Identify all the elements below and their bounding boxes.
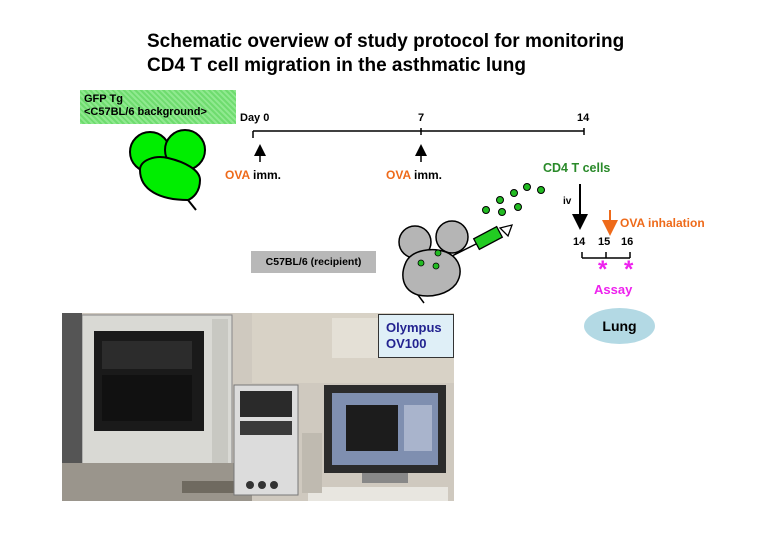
timeline-day-14-label: 14 bbox=[577, 112, 590, 124]
ova-inhalation-label: OVA inhalation bbox=[620, 216, 705, 230]
syringe-icon bbox=[451, 224, 514, 257]
lung-oval: Lung bbox=[584, 308, 655, 344]
immunization-label-1: OVA imm. bbox=[225, 168, 281, 182]
imm-text: imm. bbox=[410, 168, 443, 182]
timeline-day-0-label: Day 0 bbox=[240, 112, 270, 124]
day-14-label: 14 bbox=[573, 236, 586, 248]
day-bracket bbox=[581, 252, 631, 259]
ova-text: OVA bbox=[225, 168, 250, 182]
donor-line-2: <C57BL/6 background> bbox=[84, 106, 207, 118]
day-16-label: 16 bbox=[621, 236, 634, 248]
title-line-1: Schematic overview of study protocol for… bbox=[147, 31, 625, 52]
ova-text: OVA bbox=[386, 168, 411, 182]
recipient-label-box: C57BL/6 (recipient) bbox=[251, 251, 376, 273]
instrument-label-box: Olympus OV100 bbox=[378, 314, 454, 358]
donor-line-1: GFP Tg bbox=[84, 93, 123, 105]
instrument-line-2: OV100 bbox=[386, 336, 427, 351]
timeline bbox=[252, 128, 585, 162]
cell-dots bbox=[482, 183, 545, 216]
cd4-tcells-label: CD4 T cells bbox=[543, 161, 611, 175]
iv-route-label: iv bbox=[563, 196, 572, 207]
immunization-label-2: OVA imm. bbox=[386, 168, 442, 182]
assay-marker-1: * bbox=[598, 256, 608, 283]
instrument-line-1: Olympus bbox=[386, 320, 442, 335]
timeline-day-7-label: 7 bbox=[418, 112, 425, 124]
assay-marker-2: * bbox=[624, 256, 634, 283]
day-15-label: 15 bbox=[598, 236, 611, 248]
instrument-photo bbox=[62, 313, 454, 501]
recipient-mouse-icon bbox=[398, 220, 469, 304]
assay-label: Assay bbox=[594, 282, 633, 297]
slide-title: Schematic overview of study protocol for… bbox=[147, 30, 624, 78]
title-line-2: CD4 T cell migration in the asthmatic lu… bbox=[147, 55, 526, 76]
donor-mouse-icon bbox=[129, 129, 206, 211]
donor-label-box: GFP Tg <C57BL/6 background> bbox=[80, 90, 236, 124]
imm-text: imm. bbox=[249, 168, 282, 182]
